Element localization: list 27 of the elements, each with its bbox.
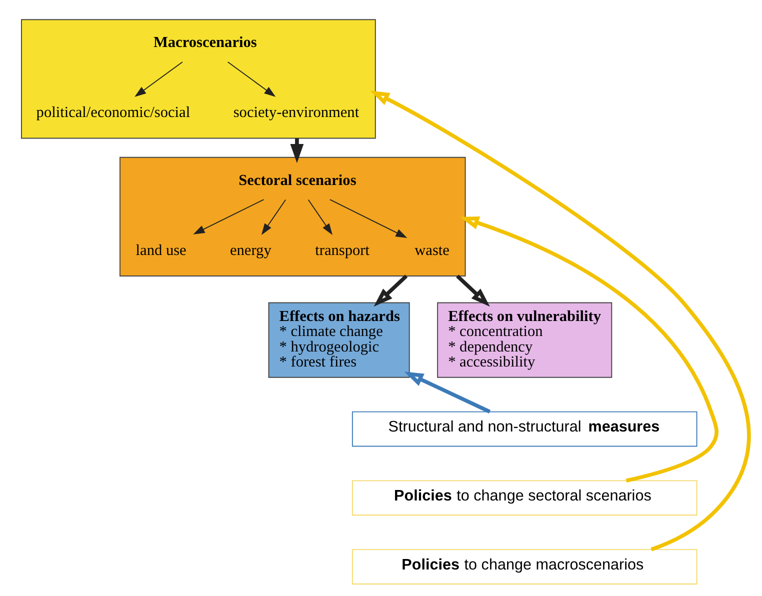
arrow [290, 138, 304, 164]
node-text: land use [135, 242, 186, 259]
arrow [328, 199, 407, 238]
cluster [119, 156, 466, 276]
node-text: energy [230, 242, 271, 259]
arrow [134, 62, 182, 97]
node-text: transport [314, 242, 370, 259]
arrow [307, 199, 332, 235]
node-text: waste [414, 242, 449, 259]
node-box: Policies to change macroscenarios [351, 549, 697, 584]
node-box: Effects on vulnerability * concentration * dependency * accessibility [436, 302, 612, 378]
cluster [20, 19, 376, 139]
node-box: Policies to change sectoral scenarios [351, 480, 697, 516]
arrow [404, 372, 490, 414]
arrow [226, 62, 276, 97]
node-text: Sectoral scenarios [238, 172, 356, 189]
node-text: society-environment [232, 104, 359, 122]
node-box: Structural and non-structural measures [351, 411, 697, 447]
arrow [373, 274, 408, 307]
arrow [260, 199, 286, 235]
node-box: Effects on hazards * climate change * hydrogeologic * forest fires [268, 302, 410, 378]
node-text: political/economic/social [36, 104, 190, 122]
arrow [192, 199, 264, 234]
arrow [456, 274, 490, 307]
arrow [370, 90, 750, 552]
arrow [459, 216, 718, 483]
node-text: Macroscenarios [152, 34, 256, 52]
